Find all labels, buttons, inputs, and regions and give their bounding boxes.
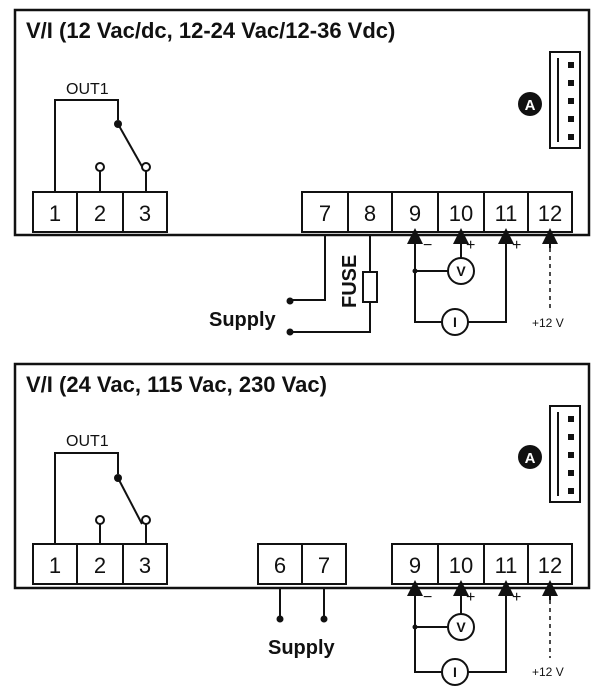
relay-out1: OUT1 (54, 433, 151, 544)
voltmeter-icon (447, 257, 475, 285)
terminal-block-io: 9 10 11 12 (391, 191, 573, 233)
connector-badge: A (525, 97, 536, 114)
terminal-block-left: 1 2 3 (32, 191, 168, 233)
terminal-1: 1 (49, 201, 61, 226)
supply-label: Supply (209, 309, 277, 331)
terminal-block-supply: 7 8 (301, 191, 393, 233)
aux-voltage-label: +12 V (532, 665, 564, 679)
ammeter-label: I (453, 664, 457, 680)
terminal-2: 2 (94, 553, 106, 578)
terminal-6: 6 (274, 553, 286, 578)
panel-bottom: V/I (24 Vac, 115 Vac, 230 Vac) A OUT1 1 (13, 362, 591, 590)
terminal-12: 12 (538, 553, 562, 578)
fuse-icon (362, 271, 378, 303)
terminal-12: 12 (538, 201, 562, 226)
relay-out1: OUT1 (54, 81, 151, 192)
terminal-3: 3 (139, 201, 151, 226)
terminal-8: 8 (364, 201, 376, 226)
terminal-10: 10 (449, 201, 473, 226)
relay-label: OUT1 (66, 433, 109, 450)
relay-label: OUT1 (66, 81, 109, 98)
panel-title: V/I (12 Vac/dc, 12-24 Vac/12-36 Vdc) (26, 18, 395, 43)
terminal-block-io: 9 10 11 12 (391, 543, 573, 585)
terminal-9: 9 (409, 201, 421, 226)
terminal-block-supply: 6 7 (257, 543, 347, 585)
aux-voltage-label: +12 V (532, 316, 564, 330)
supply-wiring-bottom: Supply (268, 588, 336, 659)
minus-sign: − (423, 237, 432, 254)
supply-label: Supply (268, 637, 336, 659)
terminal-1: 1 (49, 553, 61, 578)
fuse-label: FUSE (339, 255, 361, 308)
plus-sign-i: + (512, 589, 521, 606)
terminal-7: 7 (319, 201, 331, 226)
terminal-9: 9 (409, 553, 421, 578)
meter-wiring-top: − + + V I +12 V (407, 228, 564, 336)
voltmeter-label: V (456, 619, 466, 635)
panel-title: V/I (24 Vac, 115 Vac, 230 Vac) (26, 372, 327, 397)
minus-sign: − (423, 589, 432, 606)
voltmeter-label: V (456, 263, 466, 279)
voltmeter-icon (447, 613, 475, 641)
terminal-2: 2 (94, 201, 106, 226)
plus-sign-i: + (512, 237, 521, 254)
plus-sign-v: + (466, 589, 475, 606)
panel-top: V/I (12 Vac/dc, 12-24 Vac/12-36 Vdc) A O… (13, 8, 591, 237)
connector-a-icon: A (518, 51, 581, 149)
terminal-3: 3 (139, 553, 151, 578)
meter-wiring-bottom: − + + V I +12 V (407, 580, 564, 686)
terminal-block-left: 1 2 3 (32, 543, 168, 585)
connector-badge: A (525, 450, 536, 467)
plus-sign-v: + (466, 237, 475, 254)
terminal-11: 11 (495, 201, 518, 226)
connector-a-icon: A (518, 405, 581, 503)
supply-wiring-top: Supply FUSE (209, 235, 378, 336)
terminal-7: 7 (318, 553, 330, 578)
terminal-10: 10 (449, 553, 473, 578)
ammeter-label: I (453, 314, 457, 330)
terminal-11: 11 (495, 553, 518, 578)
